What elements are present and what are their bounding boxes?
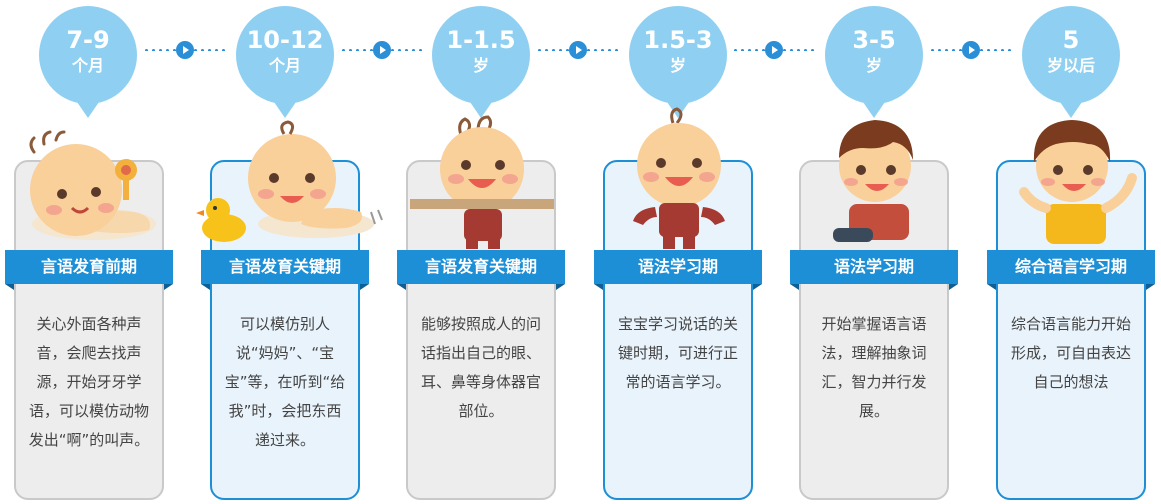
age-bubble-2: 10-12 个月: [236, 6, 334, 118]
stage-title-banner: 言语发育前期: [5, 250, 173, 290]
standing-baby-illustration: [410, 115, 554, 249]
age-label: 7-9: [66, 26, 110, 54]
age-bubble-1: 7-9 个月: [39, 6, 137, 118]
age-bubble-4: 1.5-3 岁: [629, 6, 727, 118]
timeline-connector: [340, 41, 424, 59]
timeline-connector: [536, 41, 620, 59]
stage-description: 开始掌握语言语法，理解抽象词汇，智力并行发展。: [821, 315, 927, 420]
stage-description: 可以模仿别人说“妈妈”、“宝宝”等，在听到“给我”时，会把东西递过来。: [224, 315, 346, 449]
toddler-baby-illustration: [633, 107, 725, 249]
child-illustration: [833, 120, 913, 242]
arrow-node-icon: [962, 41, 980, 59]
age-bubble-3: 1-1.5 岁: [432, 6, 530, 118]
stage-title-banner: 综合语言学习期: [987, 250, 1155, 290]
timeline-connector: [929, 41, 1013, 59]
lying-baby-with-duck-illustration: [196, 120, 383, 242]
arrow-node-icon: [373, 41, 391, 59]
older-child-illustration: [1019, 120, 1137, 244]
arrow-node-icon: [569, 41, 587, 59]
age-timeline: 7-9 个月 10-12 个月 1-1.5 岁 1.5-3 岁 3-5 岁 5 …: [0, 0, 1161, 118]
age-unit: 岁以后: [1046, 56, 1095, 75]
stage-title-banner: 语法学习期: [594, 250, 762, 290]
crawling-baby-illustration: [29, 130, 156, 240]
age-unit: 个月: [268, 56, 301, 75]
age-bubble-5: 3-5 岁: [825, 6, 923, 118]
stage-description: 能够按照成人的问话指出自己的眼、耳、鼻等身体器官部位。: [420, 315, 541, 420]
age-label: 10-12: [246, 26, 324, 54]
stage-title-banner: 言语发育关键期: [397, 250, 565, 290]
age-label: 5: [1062, 26, 1080, 54]
stage-title-banner: 言语发育关键期: [201, 250, 369, 290]
age-unit: 岁: [865, 56, 882, 75]
age-unit: 个月: [71, 56, 104, 75]
timeline-connector: [143, 41, 227, 59]
arrow-node-icon: [176, 41, 194, 59]
age-label: 1-1.5: [446, 26, 516, 54]
timeline-connector: [732, 41, 816, 59]
stage-card-6: 综合语言能力开始形成，可自由表达自己的想法: [996, 160, 1146, 500]
stage-description: 宝宝学习说话的关键时期，可进行正常的语言学习。: [617, 315, 738, 391]
age-bubble-6: 5 岁以后: [1022, 6, 1120, 118]
stage-title-banner: 语法学习期: [790, 250, 958, 290]
stage-description: 关心外面各种声音，会爬去找声源，开始牙牙学语，可以模仿动物发出“啊”的叫声。: [28, 315, 150, 449]
age-unit: 岁: [669, 56, 686, 75]
arrow-node-icon: [765, 41, 783, 59]
age-label: 1.5-3: [643, 26, 713, 54]
age-unit: 岁: [472, 56, 489, 75]
stage-description: 综合语言能力开始形成，可自由表达自己的想法: [1010, 315, 1131, 391]
age-label: 3-5: [852, 26, 896, 54]
